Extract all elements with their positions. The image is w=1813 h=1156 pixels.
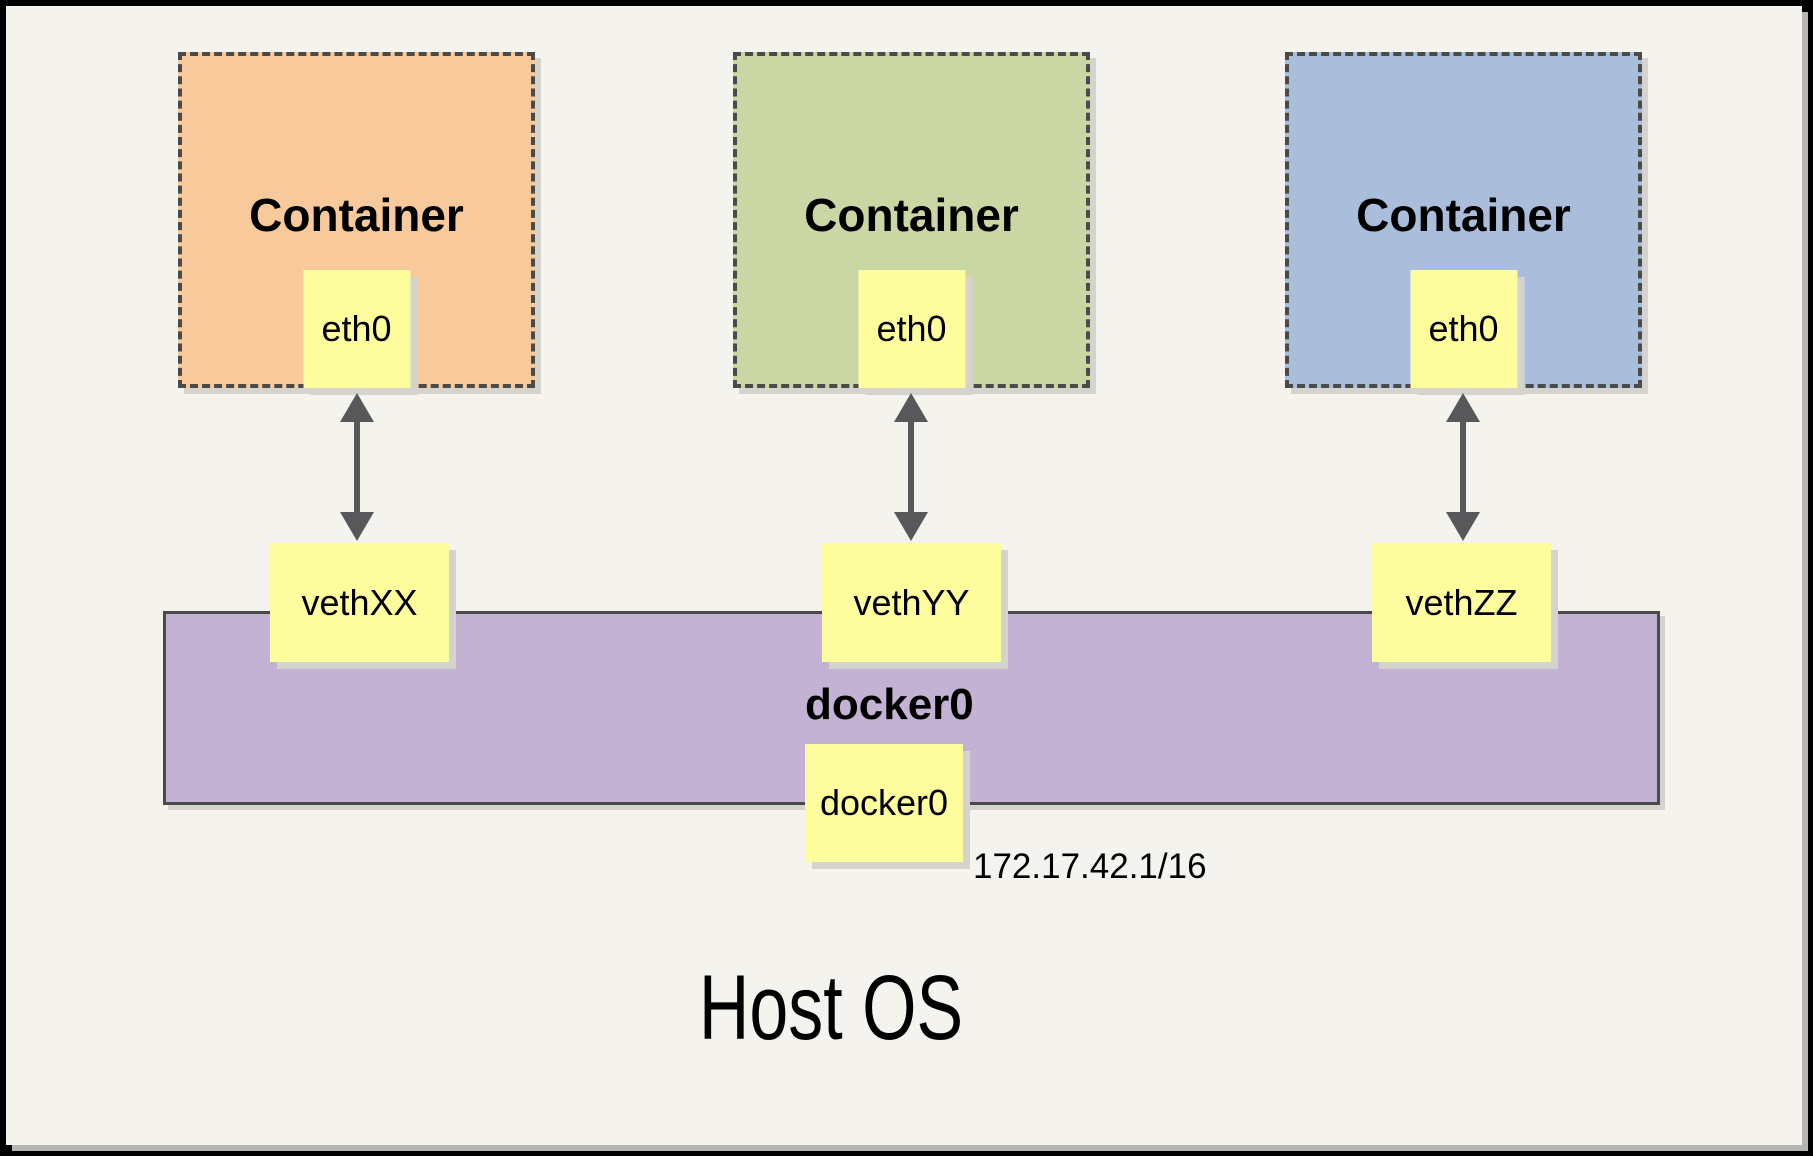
connection-arrow-icon xyxy=(894,393,928,541)
veth-interface-label: vethXX xyxy=(301,581,418,623)
connection-arrow-icon xyxy=(1446,393,1480,541)
container-title: Container xyxy=(249,189,464,241)
container-box-2: Container eth0 xyxy=(733,52,1090,388)
container-title: Container xyxy=(804,189,1019,241)
host-os-label-wrap: Host OS xyxy=(657,958,1005,1058)
veth-interface-box: vethYY xyxy=(822,543,1001,662)
veth-interface-label: vethYY xyxy=(853,581,970,623)
veth-interface-box: vethXX xyxy=(270,543,449,662)
eth0-interface-box: eth0 xyxy=(1410,270,1517,388)
docker0-interface-label: docker0 xyxy=(819,782,949,823)
veth-interface-box: vethZZ xyxy=(1372,543,1551,662)
docker0-interface-box: docker0 xyxy=(805,744,963,862)
docker0-bridge-label: docker0 xyxy=(805,680,974,729)
host-os-label: Host OS xyxy=(698,957,964,1059)
eth0-interface-box: eth0 xyxy=(858,270,965,388)
veth-interface-label: vethZZ xyxy=(1405,581,1518,623)
bridge-ip-label: 172.17.42.1/16 xyxy=(973,847,1207,886)
eth0-interface-label: eth0 xyxy=(1428,308,1499,349)
eth0-interface-label: eth0 xyxy=(876,308,947,349)
eth0-interface-box: eth0 xyxy=(303,270,410,388)
connection-arrow-icon xyxy=(340,393,374,541)
container-title: Container xyxy=(1356,189,1571,241)
eth0-interface-label: eth0 xyxy=(321,308,392,349)
container-box-1: Container eth0 xyxy=(178,52,535,388)
container-box-3: Container eth0 xyxy=(1285,52,1642,388)
